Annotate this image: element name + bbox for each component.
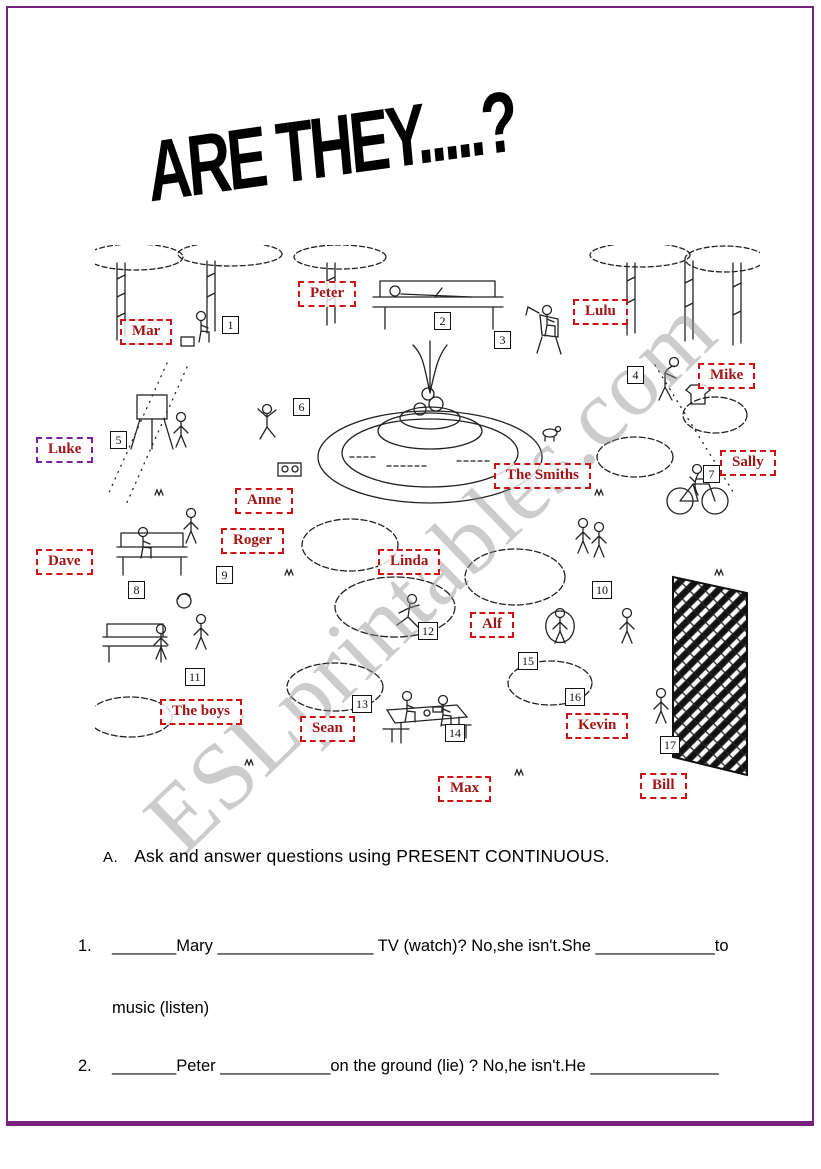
scene-number-15: 15 <box>518 652 538 670</box>
question-2-number: 2. <box>78 1057 92 1075</box>
scene-number-16: 16 <box>565 688 585 706</box>
scene-number-11: 11 <box>185 668 205 686</box>
name-label-sally: Sally <box>720 450 776 476</box>
name-label-linda: Linda <box>378 549 441 575</box>
question-1: 1. _______Mary _________________ TV (watc… <box>78 937 729 956</box>
park-scene-illustration <box>86 241 766 830</box>
question-2: 2. _______Peter ____________on the ground… <box>78 1057 719 1076</box>
scene-number-4: 4 <box>627 366 644 384</box>
page-border <box>6 6 814 1126</box>
section-a-row: A. Ask and answer questions using PRESENT… <box>103 846 610 867</box>
scene-number-9: 9 <box>216 566 233 584</box>
name-label-sean: Sean <box>300 716 355 742</box>
name-label-bill: Bill <box>640 773 687 799</box>
name-label-alf: Alf <box>470 612 514 638</box>
scene-number-1: 1 <box>222 316 239 334</box>
name-label-mar: Mar <box>120 319 173 345</box>
question-1-continuation: music (listen) <box>112 999 210 1017</box>
scene-number-5: 5 <box>110 431 127 449</box>
scene-number-7: 7 <box>703 465 720 483</box>
scene-number-12: 12 <box>418 622 438 640</box>
instruction-text: Ask and answer questions using PRESENT C… <box>134 846 610 866</box>
scene-number-6: 6 <box>293 398 310 416</box>
name-label-mike: Mike <box>698 363 756 389</box>
name-label-peter: Peter <box>298 281 357 307</box>
scene-number-14: 14 <box>445 724 465 742</box>
question-1-text: _______Mary _________________ TV (watch)… <box>112 937 729 955</box>
scene-number-17: 17 <box>660 736 680 754</box>
name-label-roger: Roger <box>221 528 285 554</box>
name-label-dave: Dave <box>36 549 93 575</box>
question-1-number: 1. <box>78 937 92 955</box>
scene-number-13: 13 <box>352 695 372 713</box>
scene-number-3: 3 <box>494 331 511 349</box>
scene-number-10: 10 <box>592 581 612 599</box>
name-label-lulu: Lulu <box>573 299 628 325</box>
name-label-luke: Luke <box>36 437 94 463</box>
question-2-text: _______Peter ____________on the ground (… <box>112 1057 719 1075</box>
name-label-the-smiths: The Smiths <box>494 463 591 489</box>
section-letter: A. <box>103 849 119 866</box>
scene-number-8: 8 <box>128 581 145 599</box>
scene-number-2: 2 <box>434 312 451 330</box>
name-label-max: Max <box>438 776 492 802</box>
name-label-kevin: Kevin <box>566 713 629 739</box>
name-label-the-boys: The boys <box>160 699 242 725</box>
name-label-anne: Anne <box>235 488 294 514</box>
